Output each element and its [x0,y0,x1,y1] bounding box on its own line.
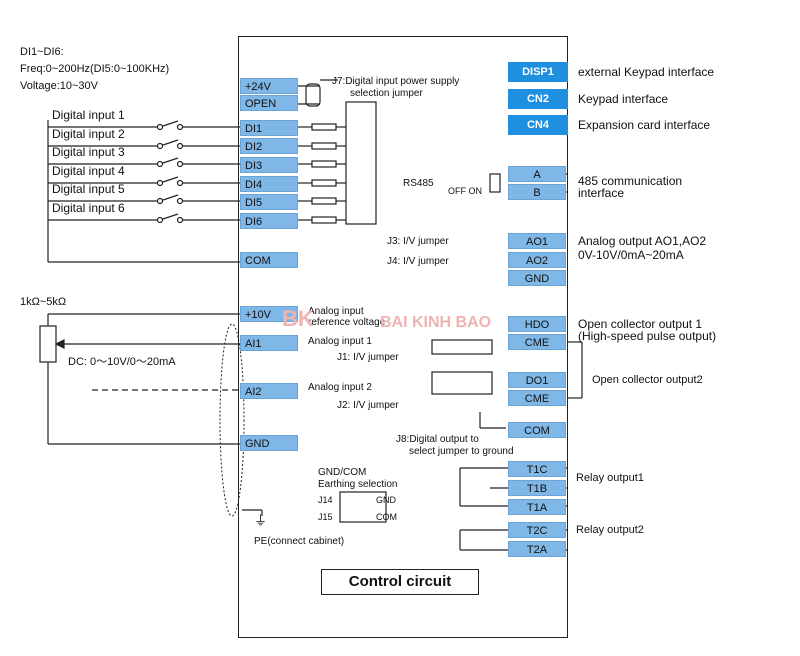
terminal-do1: DO1 [508,372,566,388]
terminal-di3: DI3 [240,157,298,173]
j15-label: J15 [318,512,333,522]
terminal-open: OPEN [240,95,298,111]
digital-input-3-label: Digital input 3 [52,145,125,159]
terminal-24v: +24V [240,78,298,94]
dc-range-label: DC: 0～10V/0～20mA [68,356,176,368]
terminal-di6: DI6 [240,213,298,229]
watermark-logo: BK [282,306,314,331]
j8-sub-label: select jumper to ground [409,446,514,457]
j1-label: J1: I/V jumper [337,352,399,363]
interface-cn2-label: Keypad interface [578,92,669,106]
terminal-ai1: AI1 [240,335,298,351]
earthing-label-1: GND/COM [318,467,367,478]
watermark-text: BAI KINH BAO [380,314,492,331]
terminal-t2c: T2C [508,522,566,538]
j14-label: J14 [318,495,333,505]
frequency-label: Freq:0~200Hz(DI5:0~100KHz) [20,63,170,75]
j2-label: J2: I/V jumper [337,400,399,411]
interface-cn4-label: Expansion card interface [578,118,711,132]
terminal-b: B [508,184,566,200]
j7-sub-label: selection jumper [350,88,423,99]
interface-cn2: CN2 [508,89,568,109]
terminal-t1a: T1A [508,499,566,515]
off-on-label: OFF ON [448,186,482,196]
j14-value: GND [376,495,396,505]
terminal-hdo: HDO [508,316,566,332]
terminal-di2: DI2 [240,138,298,154]
terminal-10v: +10V [240,306,298,322]
digital-input-1-label: Digital input 1 [52,108,125,122]
pe-label: PE(connect cabinet) [254,536,345,547]
relay-output-1-label: Relay output1 [576,472,644,484]
terminal-ao1: AO1 [508,233,566,249]
terminal-ai2: AI2 [240,383,298,399]
j4-label: J4: I/V jumper [387,256,449,267]
digital-input-5-label: Digital input 5 [52,182,125,196]
interface-disp1-label: external Keypad interface [578,65,715,79]
j15-value: COM [376,512,397,522]
terminal-com: COM [240,252,298,268]
j8-label: J8:Digital output to [396,434,479,445]
terminal-t1b: T1B [508,480,566,496]
open-collector-1-sub: (High-speed pulse output) [578,329,717,343]
rs485-comm-label-2: interface [578,186,625,200]
terminal-t1c: T1C [508,461,566,477]
diagram-title: Control circuit [321,569,479,595]
di-range-label: DI1~DI6: [20,46,64,58]
terminal-di5: DI5 [240,194,298,210]
earthing-label-2: Earthing selection [318,479,398,490]
interface-cn4: CN4 [508,115,568,135]
analog-ref-label-2: reference voltage [308,317,386,328]
terminal-com: COM [508,422,566,438]
terminal-di4: DI4 [240,176,298,192]
analog-input-2-label: Analog input 2 [308,382,372,393]
control-board-outline [238,36,568,638]
terminal-gnd: GND [508,270,566,286]
resistor-label: 1kΩ~5kΩ [20,296,67,308]
terminal-t2a: T2A [508,541,566,557]
terminal-cme: CME [508,334,566,350]
analog-input-1-label: Analog input 1 [308,336,372,347]
open-collector-1-label: Open collector output 1 [578,317,703,331]
analog-output-label: Analog output AO1,AO2 [578,234,707,248]
terminal-cme: CME [508,390,566,406]
ground-icon: ⏚ [254,513,268,528]
open-collector-2-label: Open collector output2 [592,374,703,386]
j3-label: J3: I/V jumper [387,236,449,247]
digital-input-6-label: Digital input 6 [52,201,125,215]
rs485-comm-label-1: 485 communication [578,174,683,188]
digital-input-4-label: Digital input 4 [52,164,125,178]
relay-output-2-label: Relay output2 [576,524,644,536]
analog-output-range: 0V-10V/0mA~20mA [578,248,684,262]
interface-disp1: DISP1 [508,62,568,82]
rs485-label: RS485 [403,178,434,189]
voltage-label: Voltage:10~30V [20,80,98,92]
terminal-a: A [508,166,566,182]
terminal-ao2: AO2 [508,252,566,268]
digital-input-2-label: Digital input 2 [52,127,125,141]
terminal-di1: DI1 [240,120,298,136]
j7-label: J7:Digital input power supply [332,76,460,87]
terminal-gnd: GND [240,435,298,451]
analog-ref-label-1: Analog input [308,306,364,317]
